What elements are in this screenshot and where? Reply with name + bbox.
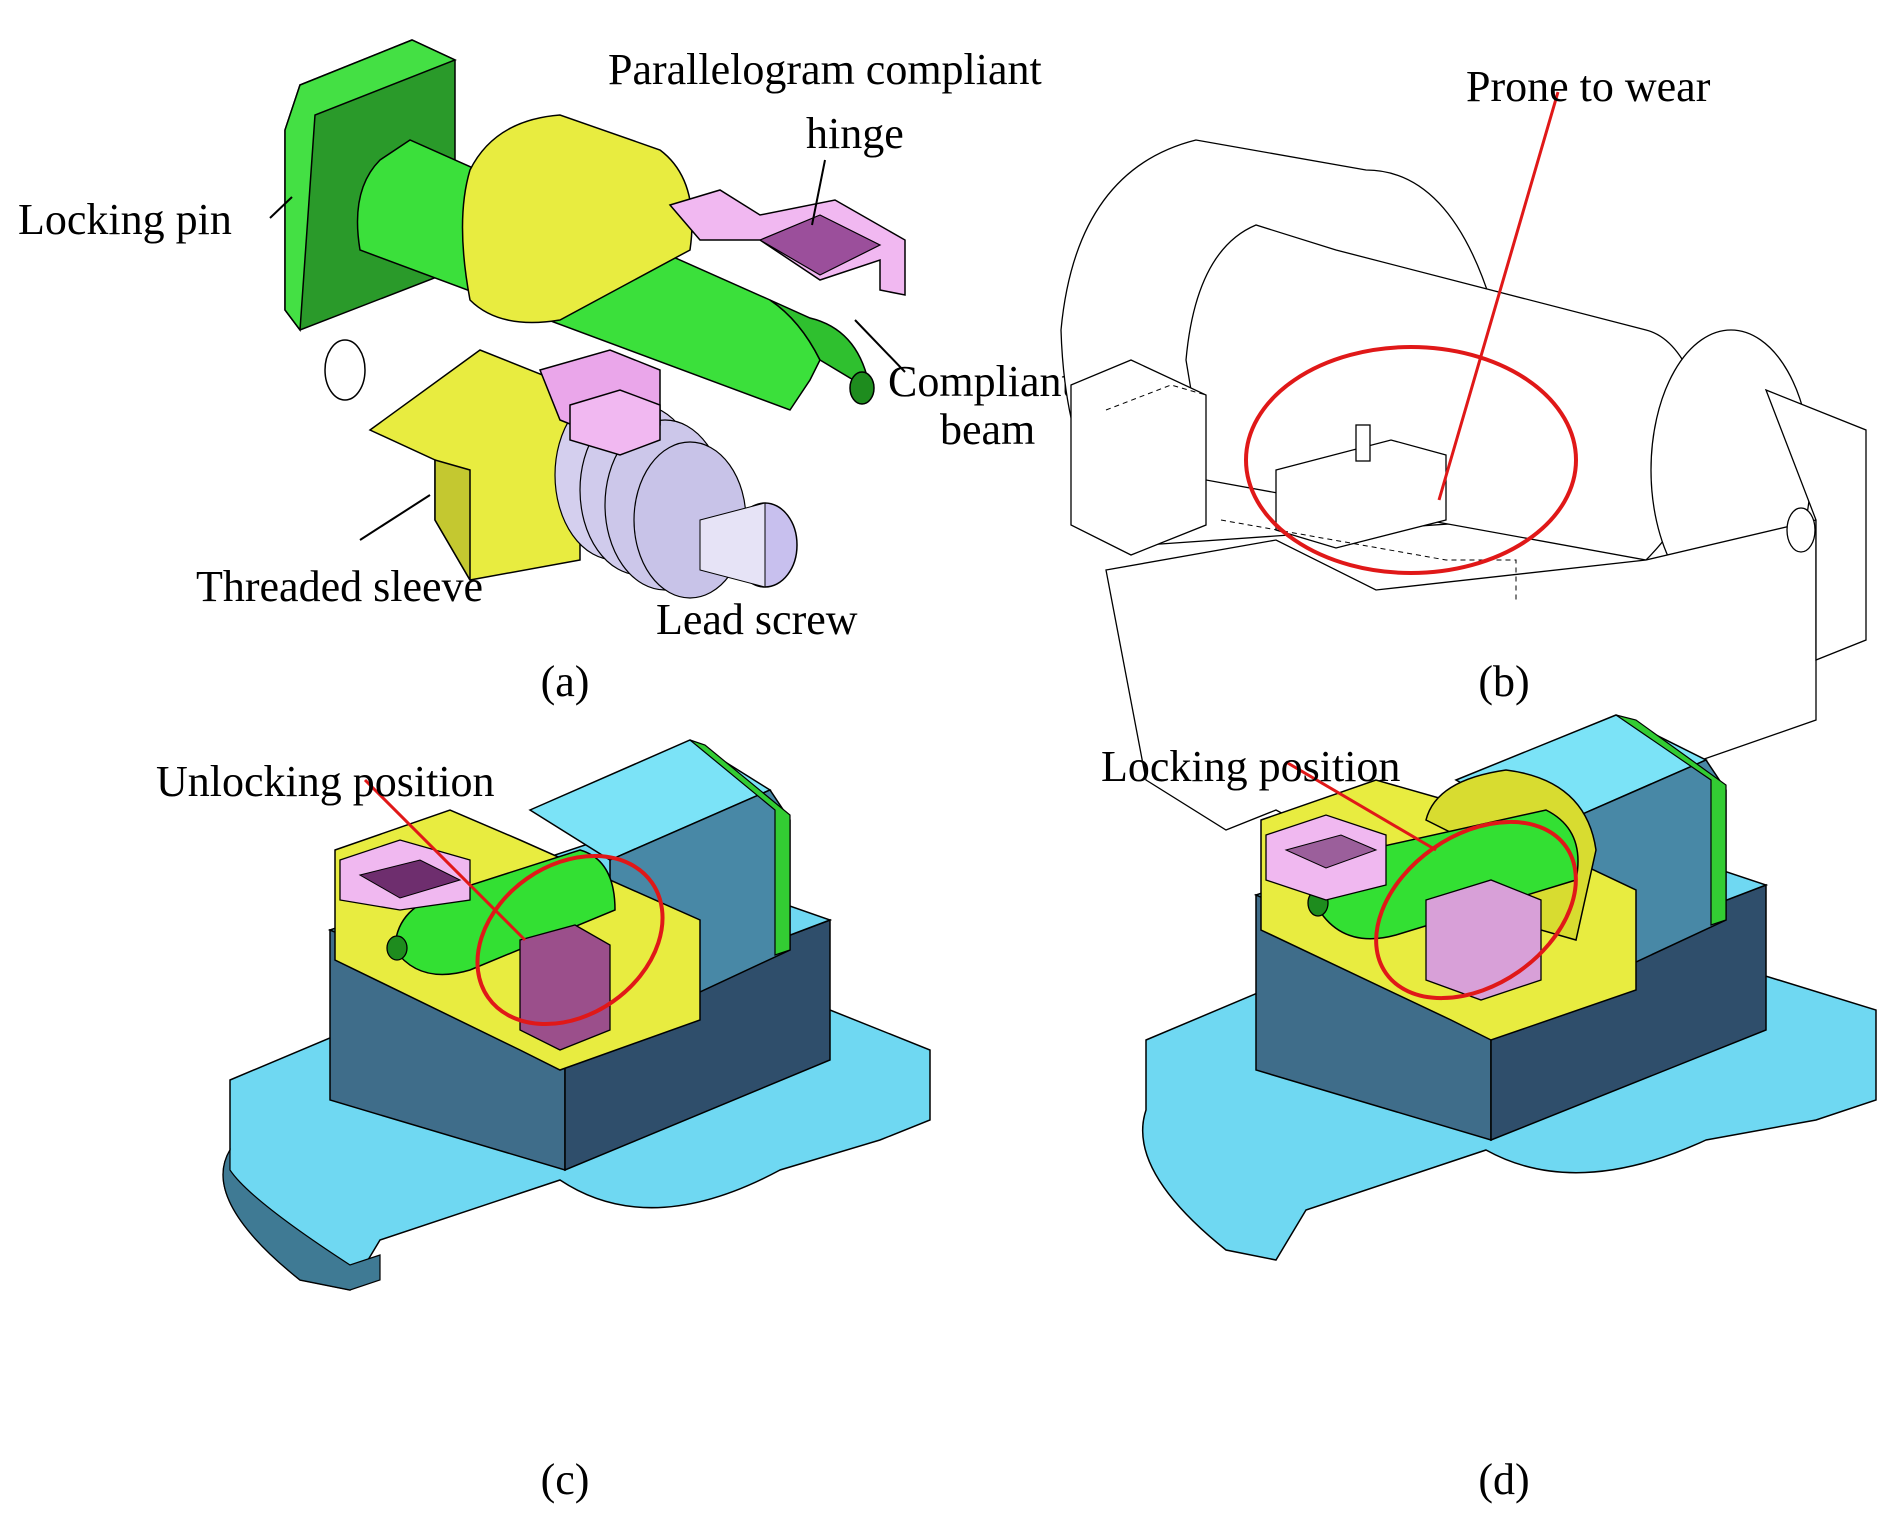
panel-b: Prone to wear (b) bbox=[946, 0, 1892, 871]
compliant-beam-lower bbox=[569, 389, 661, 456]
panel-c: Unlocking position (c) bbox=[0, 700, 946, 1518]
label-compliant-beam-line1: Compliant bbox=[888, 357, 1074, 406]
panel-a-drawing bbox=[269, 39, 906, 599]
hinge-right-d bbox=[1425, 879, 1542, 1001]
panel-d: Locking position (d) bbox=[946, 700, 1892, 1518]
beam-post bbox=[1355, 424, 1371, 462]
caption-a: (a) bbox=[540, 657, 590, 706]
prone-to-wear-circle bbox=[1244, 345, 1578, 575]
caption-c: (c) bbox=[540, 1455, 590, 1504]
base-plate-edge bbox=[222, 1147, 381, 1291]
panel-a: Locking pin Parallelogram compliant hing… bbox=[0, 0, 1074, 704]
motor-green-cap bbox=[689, 739, 791, 956]
locking-pin-retracted bbox=[394, 849, 616, 976]
panel-b-drawing bbox=[1060, 91, 1867, 871]
label-threaded-sleeve: Threaded sleeve bbox=[196, 562, 484, 611]
locking-pin-plate-face bbox=[284, 39, 457, 333]
leader-prone-to-wear bbox=[1437, 91, 1560, 501]
leader-compliant-beam bbox=[854, 319, 906, 373]
label-unlocking-position: Unlocking position bbox=[156, 757, 495, 806]
lead-screw-back-shaft bbox=[324, 339, 366, 401]
left-clip bbox=[1070, 359, 1207, 556]
label-prone-to-wear: Prone to wear bbox=[1466, 62, 1711, 111]
parallelogram-hinge-inner bbox=[758, 214, 882, 276]
locking-pin-tip-end bbox=[849, 371, 875, 405]
leader-threaded-sleeve bbox=[359, 494, 431, 541]
lead-screw-shaft bbox=[699, 502, 766, 588]
label-parallelogram-hinge-line1: Parallelogram compliant bbox=[608, 45, 1042, 94]
pin-hole bbox=[1786, 507, 1816, 553]
right-bracket bbox=[1764, 388, 1867, 661]
leader-unlocking-position bbox=[363, 778, 527, 942]
leader-parallelogram-hinge bbox=[811, 159, 826, 226]
locking-pin-tip-end-c bbox=[386, 935, 408, 961]
hinge-right bbox=[519, 924, 611, 1051]
leader-locking-pin bbox=[269, 196, 293, 219]
hinge-left-inner bbox=[358, 859, 462, 899]
caption-b: (b) bbox=[1478, 657, 1530, 706]
caption-d: (d) bbox=[1478, 1455, 1530, 1504]
label-locking-pin: Locking pin bbox=[18, 195, 232, 244]
panel-c-drawing bbox=[222, 739, 931, 1291]
threaded-sleeve-ring bbox=[461, 114, 693, 324]
unlocking-position-circle bbox=[475, 853, 665, 1027]
threaded-sleeve-side bbox=[434, 459, 471, 583]
hidden-lines bbox=[1105, 384, 1517, 600]
label-locking-position: Locking position bbox=[1101, 742, 1401, 791]
panel-d-drawing bbox=[1141, 714, 1877, 1261]
lower-block bbox=[1105, 519, 1817, 871]
label-parallelogram-hinge-line2: hinge bbox=[806, 109, 904, 158]
label-lead-screw: Lead screw bbox=[656, 595, 858, 644]
hinge-left-inner-d bbox=[1284, 834, 1378, 869]
leader-locking-position bbox=[1285, 760, 1437, 852]
label-compliant-beam-line2: beam bbox=[940, 405, 1036, 454]
motor-green-cap-d bbox=[1615, 714, 1727, 926]
